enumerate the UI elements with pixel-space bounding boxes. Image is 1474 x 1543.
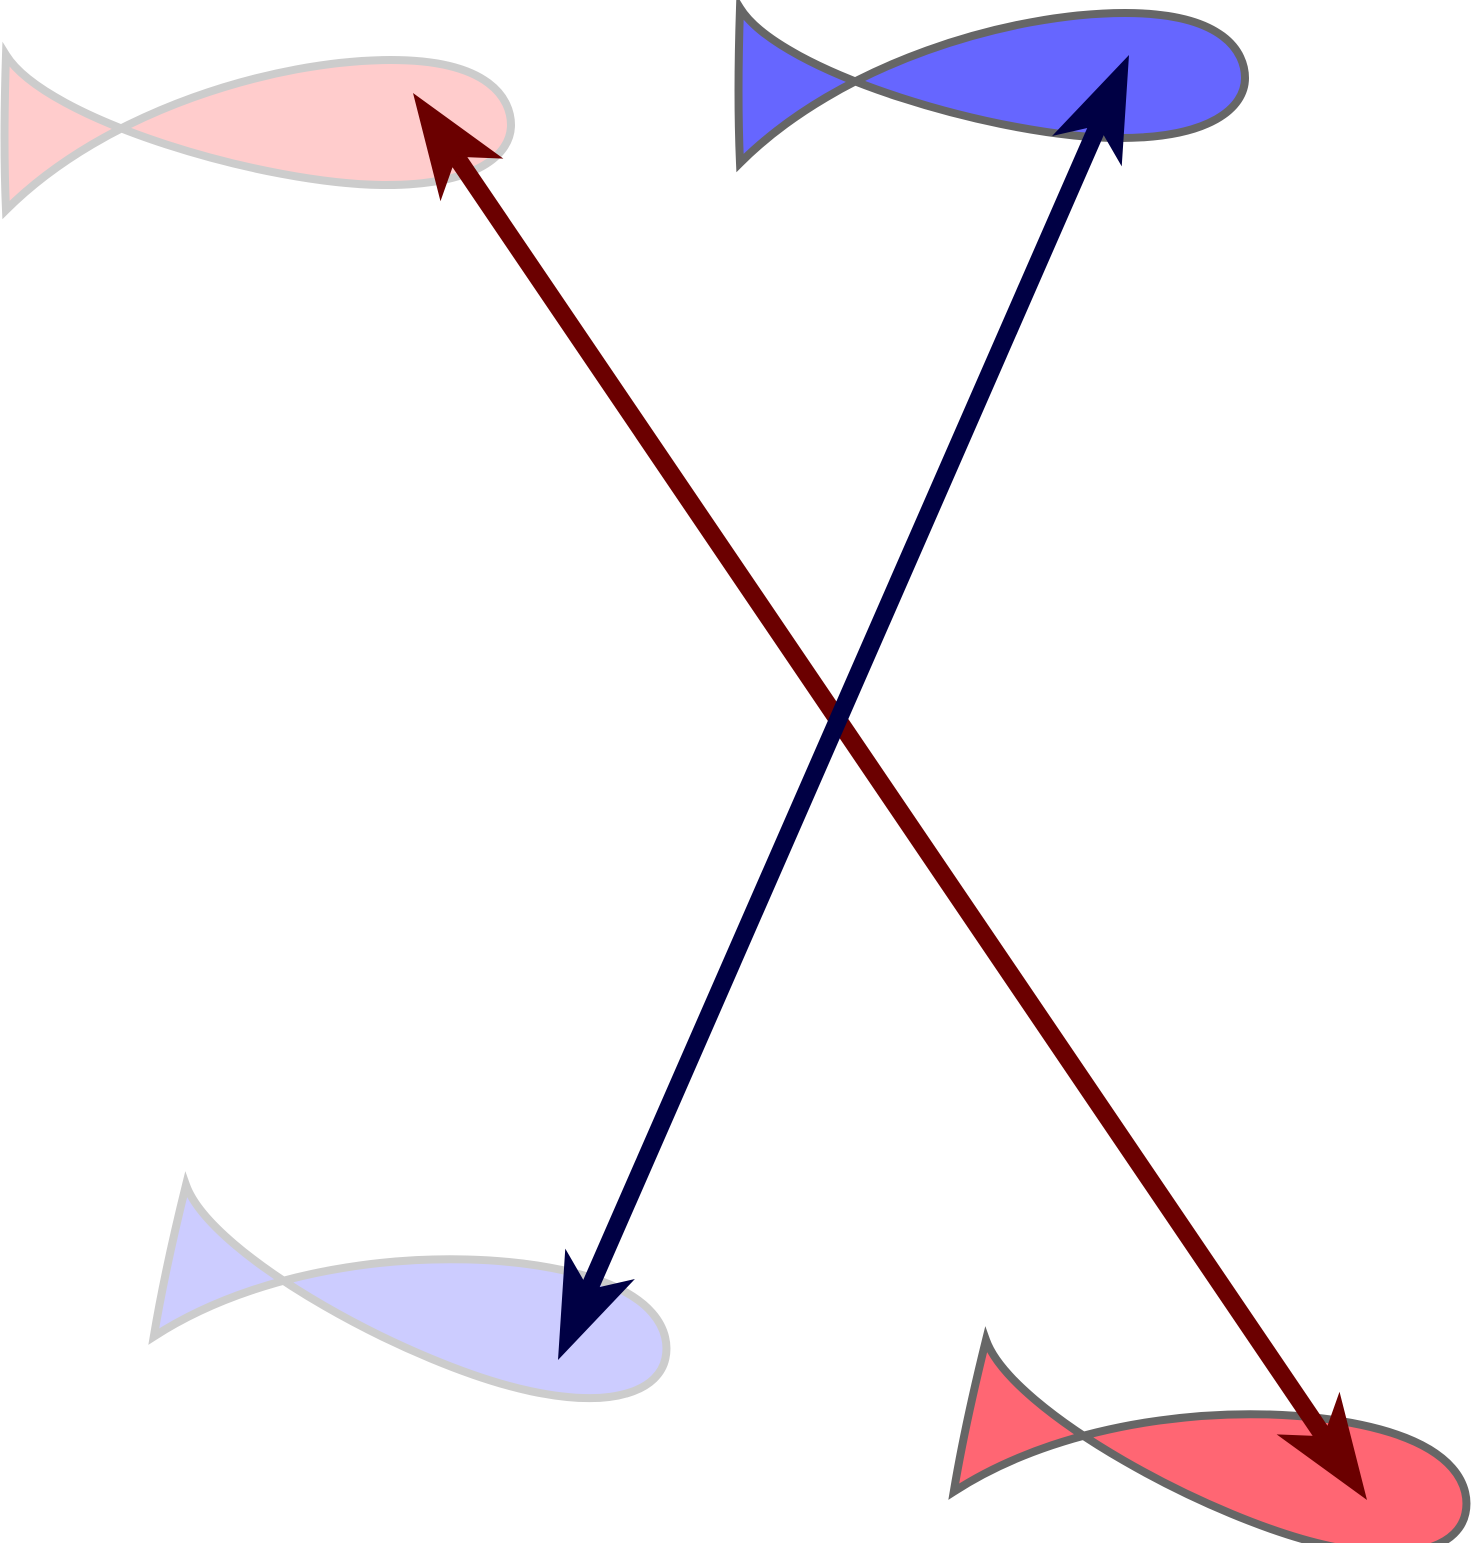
- fish-solid-red-shape: [948, 1326, 1471, 1543]
- fish-faded-red: [0, 41, 516, 220]
- fish-solid-red: [948, 1326, 1471, 1543]
- blue-arrow: [558, 55, 1129, 1360]
- red-arrow-head-start: [413, 93, 504, 202]
- blue-arrow-head-start: [1052, 55, 1129, 167]
- arrow-layer: [413, 55, 1367, 1500]
- fish-faded-red-shape: [0, 41, 516, 220]
- fish-solid-blue: [734, 0, 1250, 173]
- red-arrow: [413, 93, 1367, 1500]
- red-arrow-head-end: [1276, 1391, 1367, 1500]
- red-arrow-shaft: [433, 129, 1347, 1464]
- fish-solid-blue-shape: [734, 0, 1250, 173]
- blue-arrow-head-end: [558, 1248, 635, 1360]
- fish-faded-blue-shape: [148, 1171, 671, 1403]
- fish-faded-blue: [148, 1171, 671, 1403]
- blue-arrow-shaft: [569, 97, 1118, 1318]
